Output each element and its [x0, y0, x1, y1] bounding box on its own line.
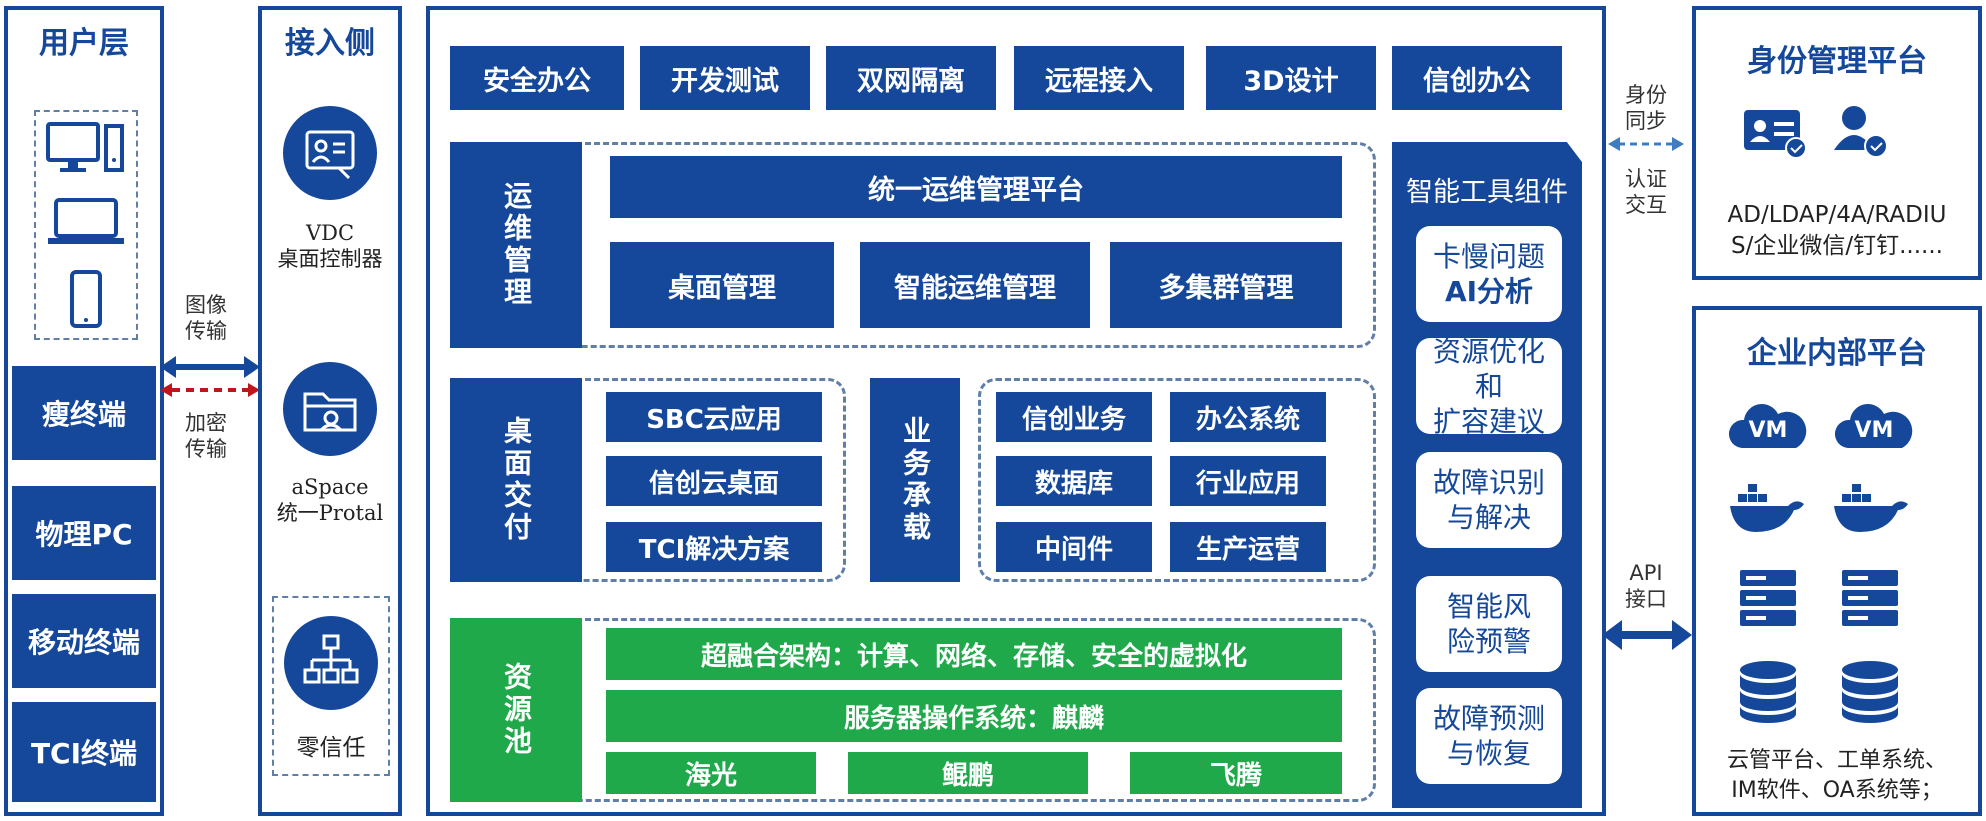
vm-cloud-icon: VM	[1726, 402, 1810, 452]
pool-server-os: 服务器操作系统：麒麟	[606, 690, 1342, 742]
scenario-dual-network: 双网隔离	[826, 46, 996, 110]
mobile-phone-icon	[70, 270, 102, 328]
zero-trust-box: 零信任	[272, 596, 390, 776]
enterprise-platform-desc: 云管平台、工单系统、IM软件、OA系统等；	[1726, 748, 1947, 803]
vm-cloud-icon: VM	[1832, 402, 1916, 452]
business-middleware: 中间件	[996, 522, 1152, 572]
enterprise-platform-title: 企业内部平台	[1747, 336, 1927, 371]
scenario-remote-access: 远程接入	[1014, 46, 1184, 110]
folder-portal-icon	[283, 362, 377, 456]
business-title: 业务承载	[870, 378, 960, 582]
image-transfer-arrow	[160, 356, 260, 378]
api-arrow	[1602, 620, 1692, 650]
database-icon	[1842, 661, 1898, 723]
api-label: API 接口	[1625, 561, 1667, 612]
enterprise-platform-panel: 企业内部平台 VM VM	[1692, 306, 1982, 816]
identity-sync-label: 身份 同步	[1625, 83, 1667, 134]
pool-cpu-phytium: 飞腾	[1130, 752, 1342, 794]
business-production: 生产运营	[1170, 522, 1326, 572]
image-transfer-label: 图像 传输	[185, 293, 227, 344]
terminal-tci: TCI终端	[12, 702, 156, 802]
scenario-3d-design: 3D设计	[1206, 46, 1376, 110]
server-rack-icon	[1842, 570, 1898, 626]
ops-title: 运维管理	[450, 142, 582, 348]
identity-platform-title: 身份管理平台	[1747, 44, 1927, 79]
business-database: 数据库	[996, 456, 1152, 506]
id-card-icon	[1744, 110, 1807, 159]
vdc-label: VDC 桌面控制器	[277, 221, 383, 272]
business-industry-app: 行业应用	[1170, 456, 1326, 506]
pool-cpu-kunpeng: 鲲鹏	[848, 752, 1088, 794]
desktop-monitor-icon	[46, 122, 124, 172]
org-chart-icon	[284, 616, 378, 710]
encrypt-transfer-label: 加密 传输	[185, 411, 227, 462]
center-platform-panel: 安全办公 开发测试 双网隔离 远程接入 3D设计 信创办公 运维管理 统一运维管…	[426, 6, 1606, 816]
delivery-xinchuang-desktop: 信创云桌面	[606, 456, 822, 506]
terminal-thin: 瘦终端	[12, 366, 156, 460]
ops-desktop-management: 桌面管理	[610, 242, 834, 328]
device-group	[34, 110, 138, 340]
ops-smart-ops: 智能运维管理	[860, 242, 1090, 328]
terminal-mobile: 移动终端	[12, 594, 156, 688]
desktop-controller-icon	[283, 106, 377, 200]
user-verified-icon	[1834, 106, 1888, 158]
terminal-physical-pc: 物理PC	[12, 486, 156, 580]
vm-label: VM	[1854, 418, 1894, 443]
delivery-title: 桌面交付	[450, 378, 582, 582]
docker-whale-icon	[1730, 484, 1804, 532]
auth-interaction-label: 认证 交互	[1625, 167, 1667, 218]
business-xinchuang: 信创业务	[996, 392, 1152, 442]
tool-fault-prediction: 故障预测与恢复	[1416, 688, 1562, 784]
access-side-title: 接入侧	[285, 26, 375, 61]
tool-risk-warning: 智能风险预警	[1416, 576, 1562, 672]
zero-trust-label: 零信任	[296, 735, 366, 761]
smart-tools-title: 智能工具组件	[1406, 177, 1568, 208]
pool-hci: 超融合架构：计算、网络、存储、安全的虚拟化	[606, 628, 1342, 680]
business-office-system: 办公系统	[1170, 392, 1326, 442]
database-icon	[1740, 661, 1796, 723]
scenario-dev-test: 开发测试	[640, 46, 810, 110]
docker-whale-icon	[1834, 484, 1908, 532]
pool-cpu-hygon: 海光	[606, 752, 816, 794]
vm-label: VM	[1748, 418, 1788, 443]
delivery-sbc: SBC云应用	[606, 392, 822, 442]
business-dashed-group	[978, 378, 1376, 582]
tool-fault-identification: 故障识别与解决	[1416, 452, 1562, 548]
user-layer-title: 用户层	[39, 26, 129, 61]
encrypt-transfer-arrow	[160, 383, 260, 397]
user-layer-panel: 用户层 瘦终端 物理PC 移动终端 TCI终端	[4, 6, 164, 816]
laptop-icon	[48, 198, 124, 244]
ops-unified-platform: 统一运维管理平台	[610, 156, 1342, 218]
delivery-tci-solution: TCI解决方案	[606, 522, 822, 572]
server-rack-icon	[1740, 570, 1796, 626]
tool-resource-optimization: 资源优化和扩容建议	[1416, 335, 1562, 438]
aspace-label: aSpace 统一Protal	[276, 475, 384, 526]
ops-multi-cluster: 多集群管理	[1110, 242, 1342, 328]
access-side-panel: 接入侧 VDC 桌面控制器 aSpace 统一Protal	[258, 6, 402, 816]
identity-sync-arrow	[1608, 137, 1684, 151]
scenario-secure-office: 安全办公	[450, 46, 624, 110]
scenario-xinchuang-office: 信创办公	[1392, 46, 1562, 110]
pool-title: 资源池	[450, 618, 582, 802]
